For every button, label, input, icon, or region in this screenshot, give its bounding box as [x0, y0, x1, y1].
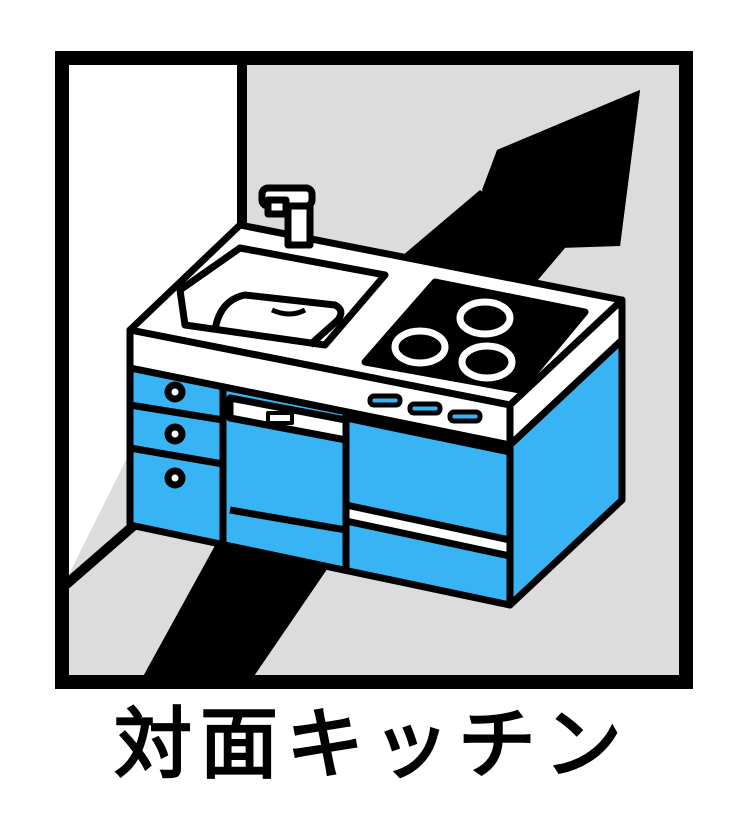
drawer-knob — [164, 423, 186, 445]
burner-front-left — [391, 327, 449, 367]
burner-front-right — [458, 342, 516, 382]
caption-label: 対面キッチン — [113, 700, 630, 790]
drawer-line — [345, 414, 511, 456]
drawer-handle — [342, 501, 514, 560]
drawer-line — [129, 401, 224, 424]
dishwasher-handle — [229, 506, 347, 534]
floor-line — [58, 516, 144, 592]
drawer-knob — [164, 381, 186, 403]
kitchen-icon — [55, 51, 693, 689]
kitchen-pictogram — [55, 51, 693, 689]
icon-border — [55, 51, 693, 689]
faucet — [258, 184, 316, 249]
burner-back — [456, 298, 514, 338]
sink-basin — [211, 291, 345, 348]
drawer-knob — [164, 467, 186, 489]
control-buttons — [367, 393, 483, 424]
kitchen-unit — [126, 184, 626, 609]
drawer-line — [129, 444, 224, 468]
sink-drain — [270, 307, 307, 317]
dishwasher-display — [266, 411, 294, 425]
